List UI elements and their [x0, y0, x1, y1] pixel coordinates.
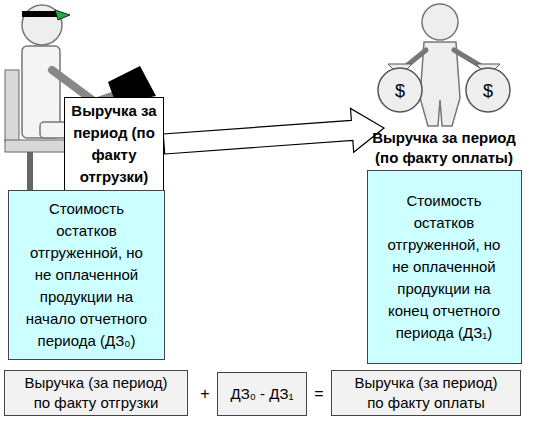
worker-figure [5, 5, 165, 190]
box-text: Выручка (за период) по факту оплаты [338, 373, 514, 413]
chair-back [5, 70, 19, 142]
cap-visor [55, 10, 70, 20]
box-heading: Выручка за период (по факту оплаты) [360, 128, 528, 168]
money-bag [378, 68, 422, 112]
cap-band [22, 11, 60, 17]
heading-box: Выручка за период (по факту отгрузки) [64, 97, 164, 191]
box-text: Стоимость остатков отгруженной, но не оп… [21, 198, 152, 352]
dollar-sign: $ [395, 81, 405, 102]
receivable-box: Стоимость остатков отгруженной, но не оп… [8, 190, 165, 360]
flow-arrow [163, 108, 384, 154]
box-text: Выручка (за период) по факту отгрузки [11, 373, 181, 413]
receivable-box: Выручка за период (по факту оплаты) Стоим… [360, 128, 528, 364]
formula-box: Выручка (за период) по факту оплаты [331, 370, 521, 416]
rich-figure [378, 4, 510, 126]
box-text: ДЗ₀ - ДЗ₁ [230, 384, 293, 404]
formula-box: Выручка (за период) по факту отгрузки [4, 370, 188, 416]
box-text: Выручка за период (по факту отгрузки) [67, 100, 161, 188]
chair-leg [27, 152, 33, 190]
box-frame: Стоимость остатков отгруженной, но не оп… [367, 170, 522, 364]
box-text: Стоимость остатков отгруженной, но не оп… [379, 190, 510, 344]
equals-sign: = [314, 385, 323, 403]
plus-sign: + [200, 385, 209, 403]
money-bag [466, 68, 510, 112]
formula-box: ДЗ₀ - ДЗ₁ [217, 372, 307, 416]
body [420, 42, 460, 126]
dollar-sign: $ [483, 81, 493, 102]
head [422, 4, 458, 40]
